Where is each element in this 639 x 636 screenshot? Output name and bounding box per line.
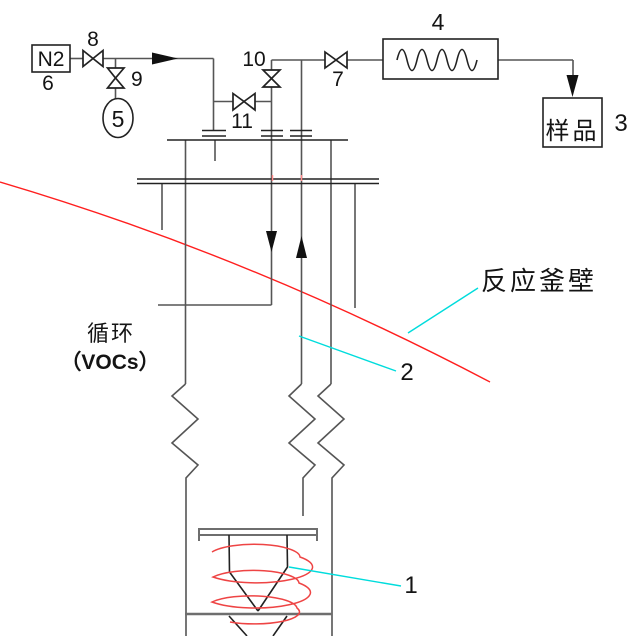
valve-9: 9 bbox=[105, 67, 143, 91]
condenser-number: 4 bbox=[432, 9, 445, 35]
reactor-wall-curve bbox=[0, 181, 491, 383]
valve-7-number: 7 bbox=[332, 68, 344, 91]
n2-number-label: 6 bbox=[42, 72, 54, 95]
flow-arrow-right-icon bbox=[152, 52, 178, 65]
bottom-funnel bbox=[228, 615, 288, 636]
valve-10-number: 10 bbox=[242, 48, 265, 71]
piping bbox=[70, 57, 574, 384]
flange-red-ticks bbox=[271, 175, 303, 181]
leader-reactor-wall bbox=[407, 287, 479, 334]
flow-arrow-into-sample-icon bbox=[566, 75, 579, 97]
n2-label: N2 bbox=[38, 48, 65, 71]
leader-lines bbox=[288, 287, 479, 587]
pressure-gauge-5: 5 bbox=[102, 97, 134, 139]
flange-double-line bbox=[137, 178, 379, 185]
valve-8: 8 bbox=[82, 28, 104, 69]
sample-label: 样品 bbox=[546, 118, 600, 145]
flow-arrow-up-tube-icon bbox=[296, 236, 307, 258]
bellows-middle-tube bbox=[287, 383, 317, 516]
flow-arrow-down-tube-icon bbox=[266, 231, 277, 252]
valve-7-icon bbox=[324, 50, 348, 70]
circulation-label-line1: 循环 bbox=[87, 321, 135, 346]
valve-10: 10 bbox=[242, 48, 283, 88]
port-fitting-right bbox=[290, 129, 312, 137]
sample-number: 3 bbox=[614, 110, 627, 137]
gauge-circle-icon bbox=[102, 97, 134, 139]
valve-8-number: 8 bbox=[87, 28, 99, 51]
condenser-coil-icon bbox=[396, 48, 478, 72]
leader-stirrer-1 bbox=[288, 566, 402, 587]
agitator-spiral bbox=[210, 543, 314, 625]
leader-tube-2 bbox=[298, 335, 397, 372]
condenser-box bbox=[382, 38, 499, 80]
flow-arrows bbox=[152, 52, 579, 258]
valve-9-number: 9 bbox=[131, 68, 143, 91]
port-fitting-left bbox=[202, 129, 226, 137]
reactor-head bbox=[137, 129, 379, 185]
circulation-label-line2: （VOCs） bbox=[60, 350, 159, 374]
n2-box bbox=[31, 44, 71, 73]
port-fitting-middle bbox=[261, 129, 283, 137]
annotations: 反应釜壁 循环 （VOCs） 2 1 bbox=[60, 266, 597, 599]
bellows-right-wall bbox=[316, 383, 346, 636]
reactor-wall-label: 反应釜壁 bbox=[481, 266, 597, 296]
valve-8-icon bbox=[82, 48, 104, 69]
condenser-4: 4 bbox=[382, 9, 499, 80]
tube-2-number: 2 bbox=[400, 359, 413, 386]
valve-11-icon bbox=[232, 91, 256, 112]
nitrogen-source: N2 6 bbox=[31, 44, 71, 95]
bellows-left-wall bbox=[170, 383, 200, 636]
valve-7: 7 bbox=[324, 50, 348, 91]
bellows-and-vessel bbox=[170, 383, 346, 636]
sample-collector-3: 样品 3 bbox=[542, 97, 628, 148]
valve-11: 11 bbox=[231, 91, 256, 133]
stirrer-1-number: 1 bbox=[404, 572, 417, 599]
gauge-number: 5 bbox=[112, 106, 125, 132]
valve-10-icon bbox=[260, 69, 283, 88]
valve-9-icon bbox=[105, 67, 126, 89]
stirrer-mount-bar bbox=[198, 528, 318, 541]
sample-box bbox=[542, 97, 603, 148]
valve-11-number: 11 bbox=[231, 110, 253, 133]
